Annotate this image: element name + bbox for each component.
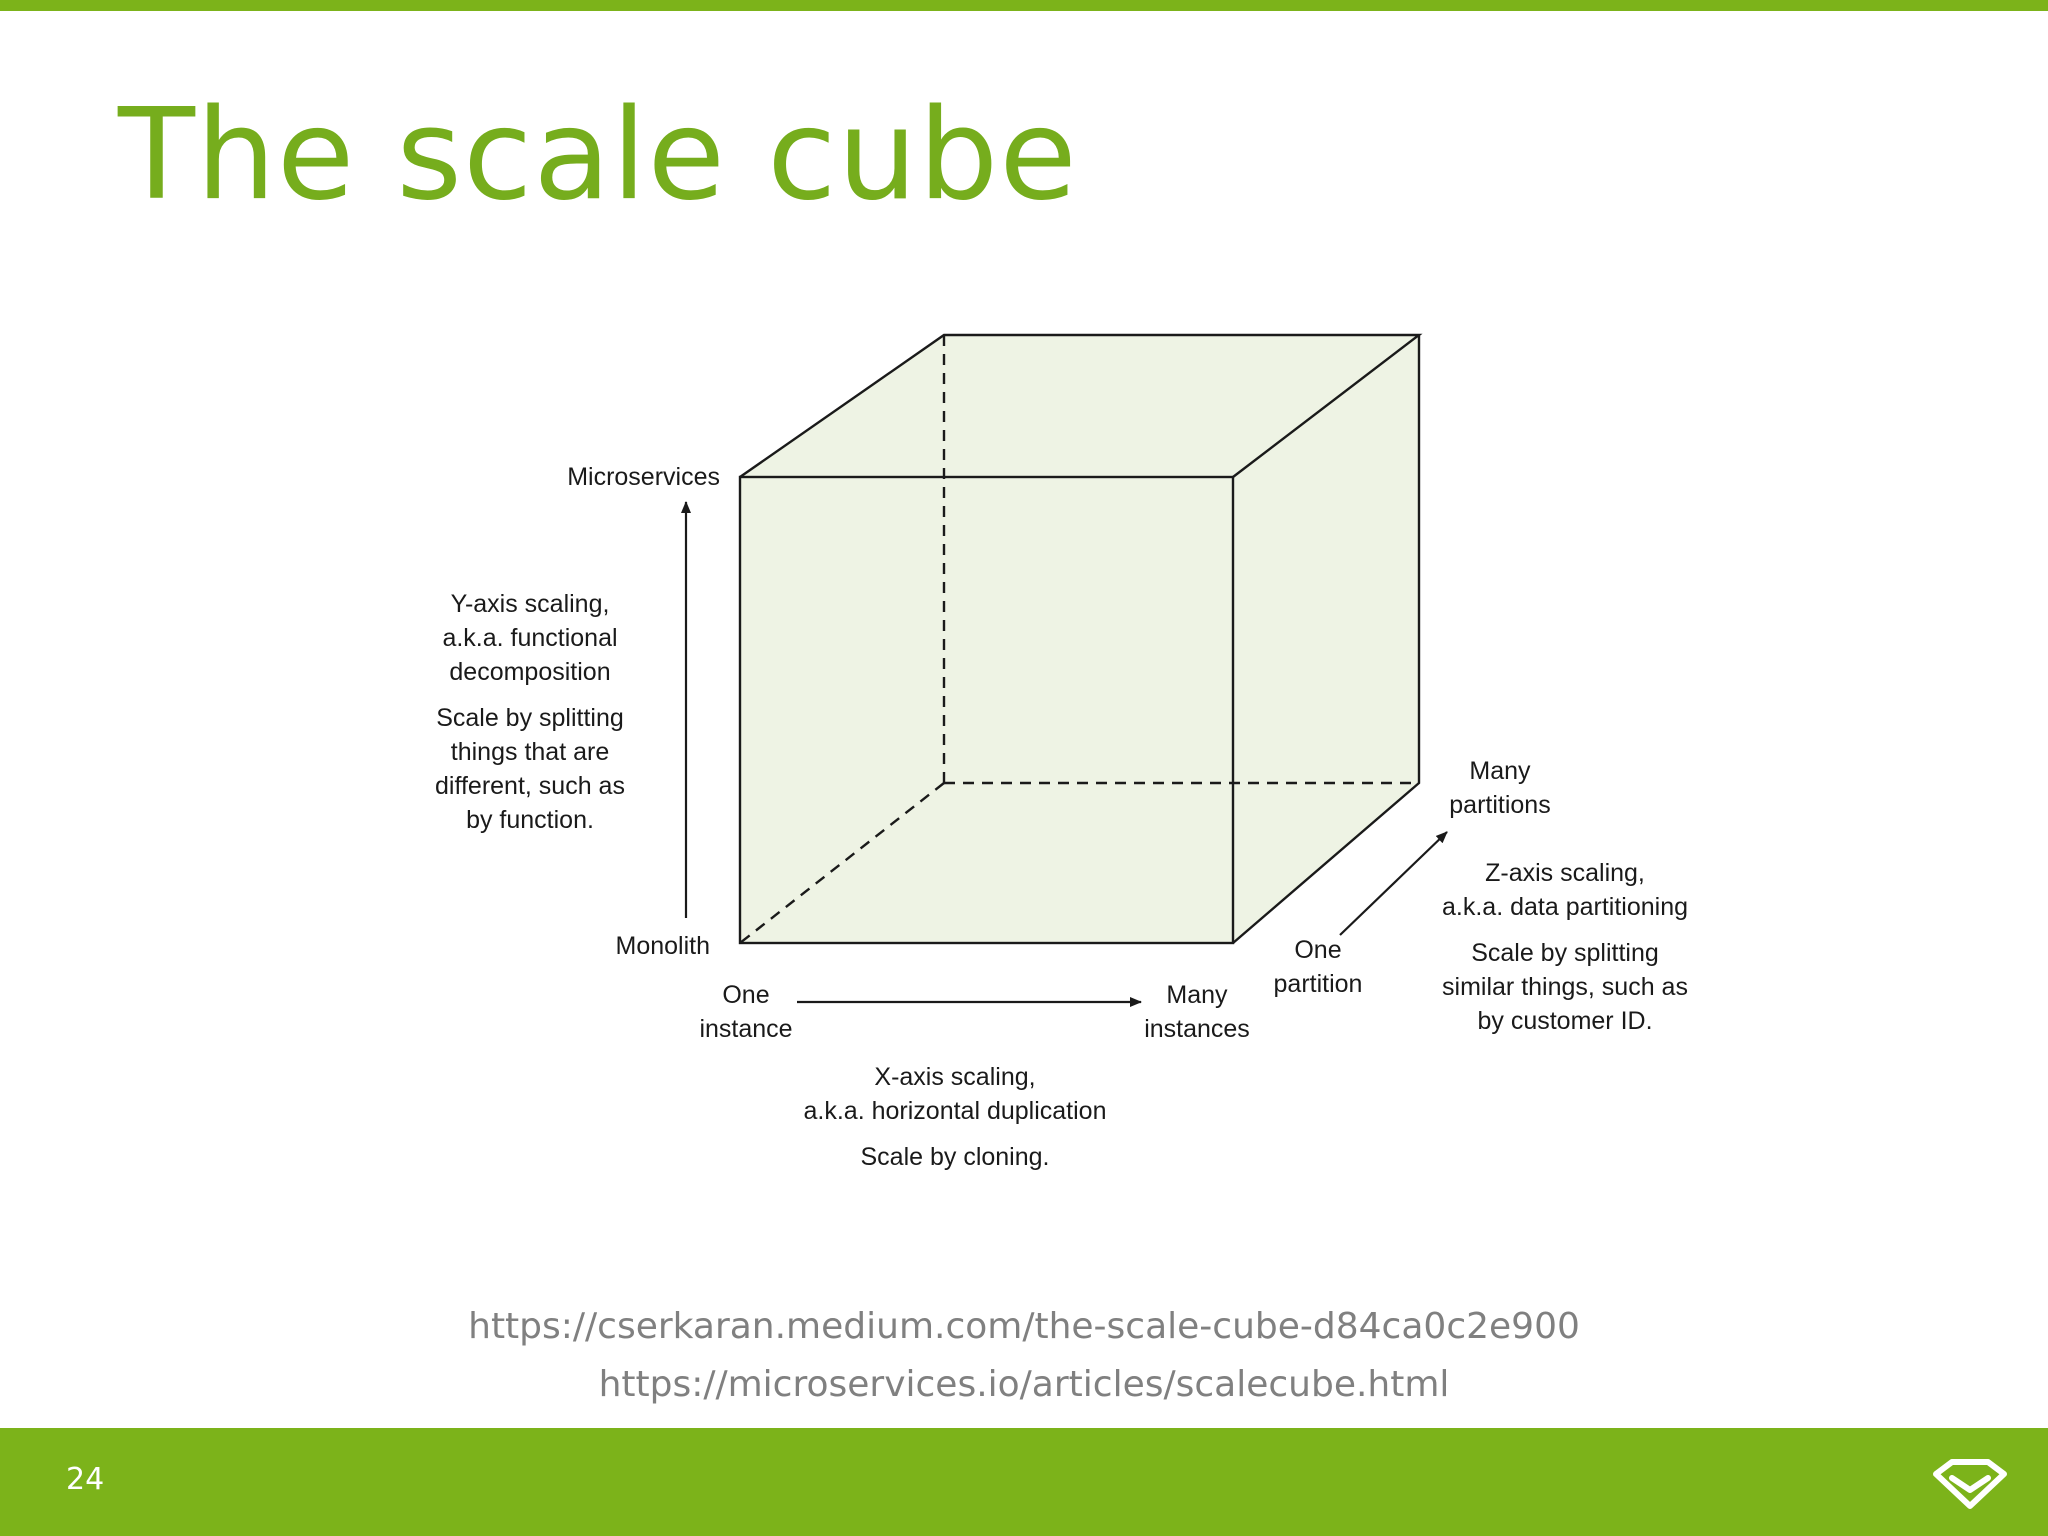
z-axis-name-line: Z-axis scaling, <box>1485 859 1645 887</box>
x-axis-explanation: Scale by cloning. <box>760 1140 1150 1174</box>
z-axis-name: Z-axis scaling, a.k.a. data partitioning <box>1405 856 1725 924</box>
x-axis-start-line: One <box>722 981 770 1009</box>
reference-link-1-text[interactable]: https://cserkaran.medium.com/the-scale-c… <box>468 1306 1580 1347</box>
monolith-label: Monolith <box>615 932 711 960</box>
y-axis-explanation: Scale by splitting things that are diffe… <box>400 701 660 837</box>
y-axis-name-line: a.k.a. functional <box>442 624 618 652</box>
front-face-outline <box>738 475 1235 945</box>
y-axis-name: Y-axis scaling, a.k.a. functional decomp… <box>400 587 660 689</box>
z-axis-name-line: a.k.a. data partitioning <box>1442 893 1688 921</box>
page-number: 24 <box>66 1462 105 1497</box>
scale-cube-diagram <box>681 333 1448 1007</box>
cube-hidden-edges <box>739 335 1419 944</box>
hidden-edge-depth <box>739 782 945 944</box>
x-axis-name-line: a.k.a. horizontal duplication <box>803 1097 1107 1125</box>
cube-top-face <box>740 335 1419 477</box>
x-axis-start-label: One instance <box>676 978 816 1046</box>
y-axis-name-line: decomposition <box>449 658 611 686</box>
x-axis-end-label: Many instances <box>1127 978 1267 1046</box>
x-axis-description: X-axis scaling, a.k.a. horizontal duplic… <box>760 1060 1150 1174</box>
z-axis-end-label: Many partitions <box>1430 754 1570 822</box>
z-axis-description: Z-axis scaling, a.k.a. data partitioning… <box>1405 856 1725 1038</box>
y-axis-bottom-label: Monolith <box>570 929 711 963</box>
reference-link-2[interactable]: https://microservices.io/articles/scalec… <box>0 1364 2048 1405</box>
y-axis-description-line: things that are <box>450 738 610 766</box>
footer-bar <box>0 1428 2048 1536</box>
y-axis-description-line: different, such as <box>435 772 625 800</box>
z-axis-description-line: Scale by splitting <box>1471 939 1659 967</box>
reference-link-2-text[interactable]: https://microservices.io/articles/scalec… <box>598 1364 1450 1405</box>
right-face-outline <box>1232 335 1421 944</box>
z-axis-start-label: One partition <box>1253 933 1383 1001</box>
x-axis-description-line: Scale by cloning. <box>860 1143 1050 1171</box>
x-axis-end-line: instances <box>1144 1015 1250 1043</box>
z-axis-arrow <box>1339 831 1448 936</box>
y-axis-description-line: Scale by splitting <box>436 704 624 732</box>
cube-front-face <box>740 477 1233 943</box>
microservices-label: Microservices <box>567 463 720 491</box>
reference-link-1[interactable]: https://cserkaran.medium.com/the-scale-c… <box>0 1306 2048 1347</box>
x-axis-name: X-axis scaling, a.k.a. horizontal duplic… <box>760 1060 1150 1128</box>
slide-title: The scale cube <box>118 81 1078 228</box>
z-axis-description-line: similar things, such as <box>1442 973 1688 1001</box>
z-axis-start-line: One <box>1294 936 1342 964</box>
cube-visible-edges <box>738 333 1423 945</box>
z-axis-explanation: Scale by splitting similar things, such … <box>1405 936 1725 1038</box>
x-axis-name-line: X-axis scaling, <box>874 1063 1036 1091</box>
z-axis-end-line: Many <box>1469 757 1531 785</box>
top-face-outline <box>739 333 1423 478</box>
cube-faces <box>740 335 1419 943</box>
y-axis-description: Y-axis scaling, a.k.a. functional decomp… <box>400 587 660 837</box>
y-axis-name-line: Y-axis scaling, <box>450 590 610 618</box>
diamond-logo-icon <box>1933 1459 2007 1509</box>
x-axis-end-line: Many <box>1166 981 1228 1009</box>
y-axis-description-line: by function. <box>466 806 594 834</box>
z-axis-end-line: partitions <box>1449 791 1551 819</box>
z-axis-start-line: partition <box>1273 970 1363 998</box>
x-axis-start-line: instance <box>699 1015 793 1043</box>
z-axis-description-line: by customer ID. <box>1477 1007 1653 1035</box>
cube-right-face <box>1233 335 1419 943</box>
y-axis-top-label: Microservices <box>540 460 720 494</box>
top-accent-bar <box>0 0 2048 11</box>
